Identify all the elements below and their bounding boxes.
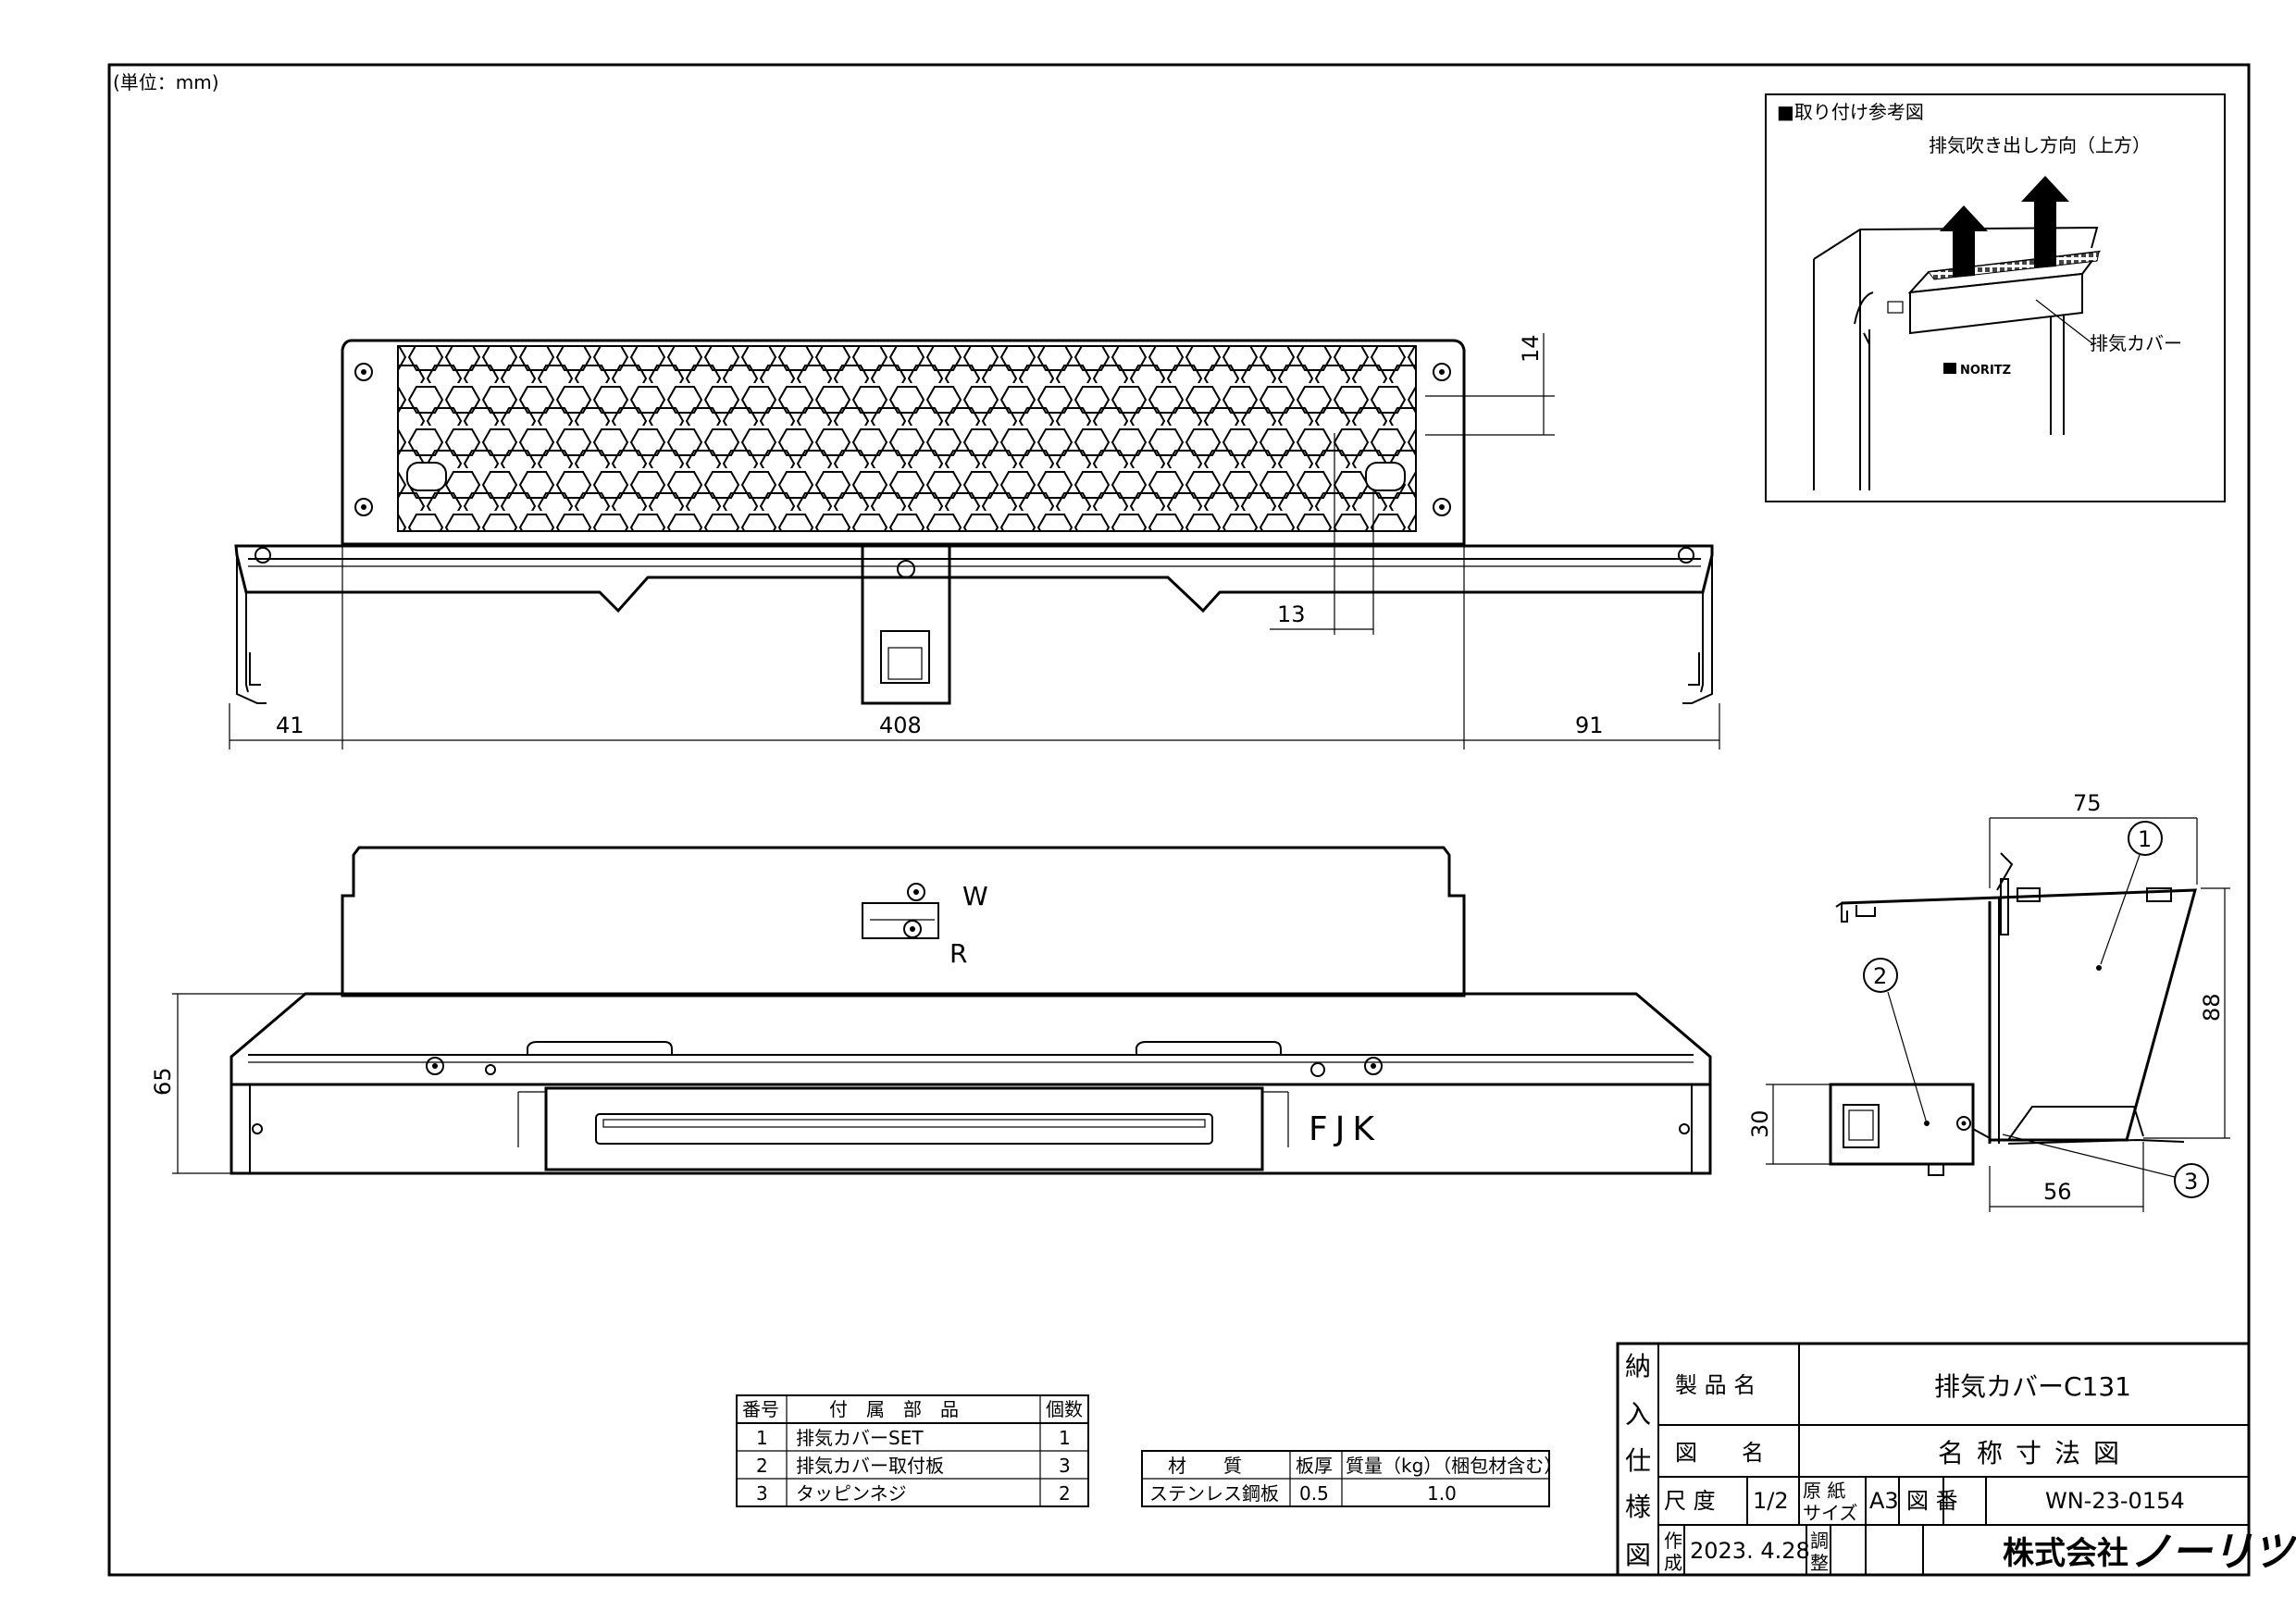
dim-75: 75 [2073,790,2102,816]
vertical-label-1: 納 [1625,1351,1651,1381]
vertical-label-5: 図 [1625,1540,1651,1570]
direction-label: 排気吹き出し方向（上方） [1929,134,2151,156]
material-value: ステンレス鋼板 [1149,1482,1279,1505]
parts-row-3-name: タッピンネジ [796,1482,907,1505]
parts-row-2-name: 排気カバー取付板 [796,1455,944,1477]
dim-30: 30 [1747,1109,1773,1138]
callout-3: 3 [2184,1169,2198,1195]
drawing-no-label: 図 番 [1906,1488,1958,1514]
parts-row-3-qty: 2 [1059,1482,1071,1505]
drawing-name-label: 図 名 [1675,1440,1764,1466]
mark-r: R [949,938,967,969]
weight-value: 1.0 [1427,1482,1457,1505]
material-header-thickness: 板厚 [1296,1455,1333,1477]
dim-91: 91 [1575,712,1604,738]
company-name: ノーリツ [2130,1529,2296,1576]
company-prefix: 株式会社 [2003,1535,2128,1572]
adjust-label-1: 調 [1810,1530,1829,1552]
thickness-value: 0.5 [1299,1482,1329,1505]
product-name: 排気カバーC131 [1934,1371,2131,1402]
parts-header-name: 付 属 部 品 [829,1398,959,1420]
front-view: W R FJK 65 [150,846,1712,1175]
dim-65: 65 [150,1067,176,1096]
dim-41: 41 [276,712,304,738]
cover-label: 排気カバー [2090,332,2182,354]
callout-2: 2 [1873,963,1887,989]
side-view: 1 2 3 75 88 30 56 [1747,790,2230,1212]
reference-inset: ■取り付け参考図 排気吹き出し方向（上方） NORITZ 排気カバー [1765,93,2226,502]
parts-table: 番号 付 属 部 品 個数 1 排気カバーSET 1 2 排気カバー取付板 3 … [736,1394,1089,1507]
dim-56: 56 [2043,1179,2072,1205]
paper-size-label-2: サイズ [1803,1502,1857,1524]
sheet-border [107,63,2251,1577]
created-label-1: 作 [1664,1530,1682,1552]
vertical-label-4: 様 [1625,1492,1651,1522]
drawing-name: 名称寸法図 [1938,1438,2132,1468]
product-name-label: 製 品 名 [1675,1372,1756,1398]
drawing-no: WN-23-0154 [2045,1488,2185,1514]
callout-1: 1 [2138,826,2152,852]
material-header-weight: 質量（kg）（梱包材含む） [1346,1455,1562,1477]
vertical-label-3: 仕 [1625,1445,1651,1476]
material-table: 材 質 板厚 質量（kg）（梱包材含む） ステンレス鋼板 0.5 1.0 [1141,1450,1562,1507]
scale-value: 1/2 [1753,1488,1789,1514]
material-header-material: 材 質 [1168,1455,1242,1477]
parts-row-3-no: 3 [756,1482,768,1505]
parts-row-1-no: 1 [756,1427,768,1449]
created-date: 2023. 4.28 [1690,1538,1810,1564]
parts-row-1-name: 排気カバーSET [796,1427,924,1449]
top-view: 41 408 91 14 13 [229,333,1720,750]
dim-14: 14 [1518,334,1544,363]
unit-label: (単位：mm) [113,71,219,93]
mark-w: W [962,881,988,911]
adjust-label-2: 整 [1810,1552,1829,1574]
vertical-label-2: 入 [1625,1399,1651,1430]
paper-size: A3 [1869,1488,1899,1514]
title-block: 納 入 仕 様 図 製 品 名 排気カバーC131 図 名 名称寸法図 尺 度 … [1616,1342,2296,1577]
brand-mark: NORITZ [1960,364,2011,378]
created-label-2: 成 [1664,1552,1682,1574]
parts-header-no: 番号 [742,1398,779,1420]
paper-size-label-1: 原 紙 [1803,1480,1845,1502]
mark-fjk: FJK [1309,1110,1382,1148]
parts-row-2-no: 2 [756,1455,768,1477]
parts-header-qty: 個数 [1046,1398,1083,1420]
parts-row-2-qty: 3 [1059,1455,1071,1477]
parts-row-1-qty: 1 [1059,1427,1071,1449]
dim-408: 408 [879,712,922,738]
dim-13: 13 [1277,601,1306,627]
reference-title: ■取り付け参考図 [1777,101,1924,123]
dim-88: 88 [2199,993,2225,1022]
scale-label: 尺 度 [1664,1488,1716,1514]
